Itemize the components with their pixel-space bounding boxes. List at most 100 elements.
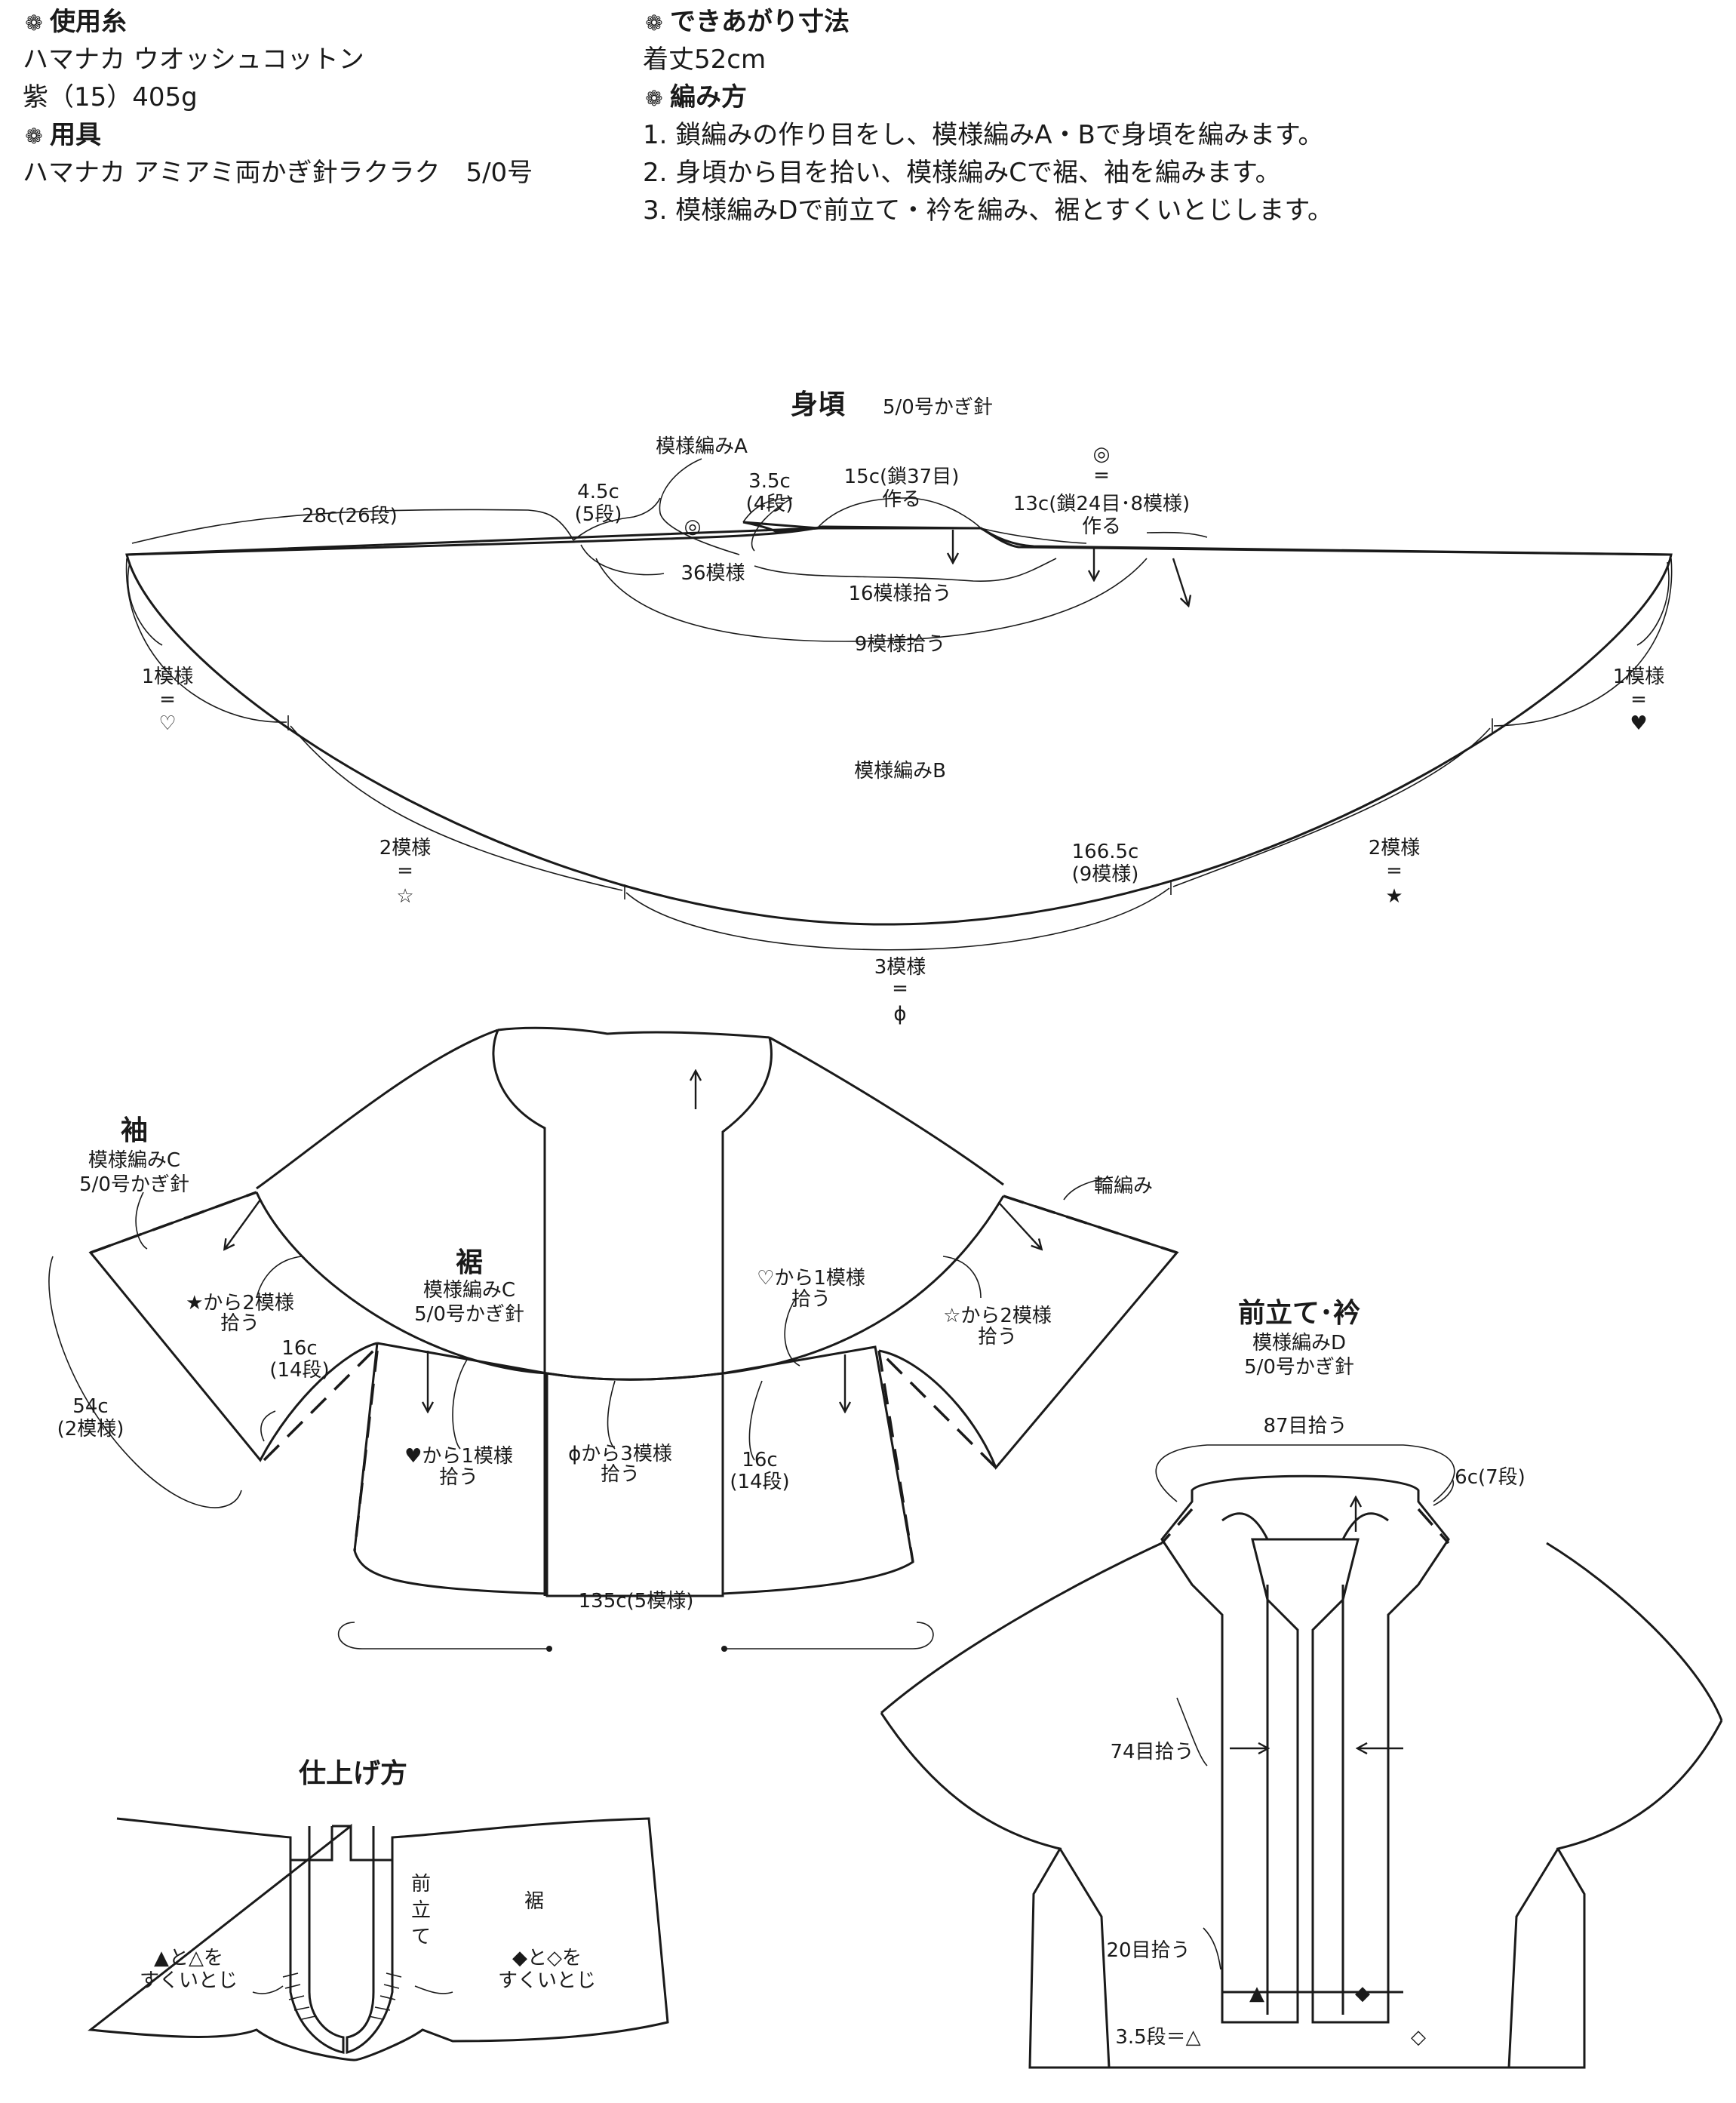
star-pick-label: ★から2模様 xyxy=(186,1292,294,1314)
front-band-right xyxy=(346,1826,394,2054)
size-heading: できあがり寸法 xyxy=(670,7,850,37)
equals-mark: = xyxy=(892,977,908,1000)
pick-74-label: 74目拾う xyxy=(1110,1741,1194,1763)
heart-open-icon: ♡ xyxy=(158,712,176,735)
pick-20-label: 20目拾う xyxy=(1106,1939,1190,1962)
motif-arc xyxy=(625,887,1170,951)
leader xyxy=(135,1191,148,1250)
sleeve-right-dash2 xyxy=(881,1353,997,1469)
motif-3-label: 3模様 xyxy=(874,956,926,979)
width-45-label: 4.5c xyxy=(577,481,619,503)
motif-36-label: 36模様 xyxy=(681,562,745,585)
method-block: ❁できあがり寸法 着丈52cm ❁編み方 1. 鎖編みの作り目をし、模様編みA・… xyxy=(643,3,1333,229)
heart-solid-pick-label: ♥から1模様 xyxy=(404,1445,513,1468)
hem-dash-left xyxy=(353,1350,379,1551)
leader-left xyxy=(252,1985,284,1994)
yarn-color: 紫（15）405g xyxy=(23,82,198,112)
leader xyxy=(784,1297,800,1367)
front-band-diagram: 前立て･衿 模様編みD 5/0号かぎ針 87目拾う 6c(7段) 74目拾う 2… xyxy=(880,1298,1723,2069)
sleeve-title: 袖 xyxy=(121,1115,148,1146)
front-band-pattern: 模様編みD xyxy=(1252,1332,1346,1354)
motif-arc xyxy=(1493,558,1673,727)
stitch-marks-left xyxy=(282,1972,316,2020)
bracket-87 xyxy=(1155,1444,1455,1502)
dim-45 xyxy=(573,497,661,541)
body-title: 身頃 xyxy=(791,389,845,420)
pick-87-label: 87目拾う xyxy=(1263,1415,1347,1437)
front-inner-left xyxy=(1266,1585,1344,2015)
cape-outline xyxy=(880,1542,1723,2069)
arc-9 xyxy=(595,558,1148,642)
phi-pick-label: ϕから3模様 xyxy=(568,1443,672,1465)
front-band-hook: 5/0号かぎ針 xyxy=(1244,1356,1354,1379)
rows-14-right: (14段) xyxy=(730,1471,789,1493)
motif-1-left-label: 1模様 xyxy=(142,666,194,688)
star-open-pick-label: ☆から2模様 xyxy=(943,1305,1052,1327)
finishing-outline xyxy=(88,1817,669,2061)
dot-mark xyxy=(721,1646,727,1652)
width-1665-label: 166.5c xyxy=(1072,841,1139,863)
leader-74 xyxy=(1176,1697,1208,1766)
stitch-marks-right xyxy=(368,1972,402,2020)
pattern-b-label: 模様編みB xyxy=(854,760,946,782)
bracket-135 xyxy=(337,1622,934,1650)
dim-15 xyxy=(818,497,982,529)
method-heading: 編み方 xyxy=(670,82,747,112)
finishing-title: 仕上げ方 xyxy=(299,1758,407,1789)
leader xyxy=(942,1256,982,1299)
equals-mark: = xyxy=(1386,859,1403,882)
chain-37-label: 15c(鎖37目) xyxy=(844,466,960,488)
yarn-name: ハマナカ ウオッシュコットン xyxy=(23,45,364,75)
arrow-down xyxy=(1172,558,1188,605)
diamond-join-label: ◆と◇を xyxy=(512,1947,582,1969)
collar-outer xyxy=(1160,1474,1450,2024)
triangle-join-sub: すくいとじ xyxy=(140,1969,238,1992)
pick-label: 拾う xyxy=(220,1312,260,1335)
arc-16 xyxy=(754,558,1057,583)
diamond-solid-icon: ◆ xyxy=(1355,1982,1370,2005)
width-28-label: 28c(26段) xyxy=(302,505,398,527)
dim-35 xyxy=(742,497,793,523)
motif-1-right-label: 1模様 xyxy=(1613,666,1665,688)
heart-open-pick-label: ♡から1模様 xyxy=(757,1267,865,1290)
hem-pattern: 模様編みC xyxy=(423,1279,515,1302)
materials-block: ❁使用糸 ハマナカ ウオッシュコットン 紫（15）405g ❁用具 ハマナカ ア… xyxy=(23,3,533,192)
sleeve-hook: 5/0号かぎ針 xyxy=(79,1173,189,1196)
equals-mark: = xyxy=(159,688,176,711)
hem-dash-right xyxy=(877,1350,914,1563)
length-16-right: 16c xyxy=(742,1449,777,1471)
motif-arc xyxy=(125,558,287,723)
finishing-diagram: 仕上げ方 前 立 て 裾 ▲と△を すくいとじ ◆と◇を すくいとじ xyxy=(88,1758,669,2061)
width-6-label: 6c(7段) xyxy=(1455,1466,1526,1489)
motif-9-paren-label: (9模様) xyxy=(1072,863,1139,886)
dim-13 xyxy=(980,527,1087,544)
width-135: 135c(5模様) xyxy=(579,1590,694,1613)
size-text: 着丈52cm xyxy=(643,45,767,75)
double-circle-mark: ◎ xyxy=(1093,443,1111,466)
sleeve-pattern: 模様編みC xyxy=(88,1149,180,1172)
method-step: 1. 鎖編みの作り目をし、模様編みA・Bで身頃を編みます。 xyxy=(643,120,1324,150)
pick-label: 拾う xyxy=(439,1466,478,1489)
motif-2-paren: (2模様) xyxy=(57,1418,124,1440)
side-arc-left xyxy=(127,561,163,646)
hem-left-outline xyxy=(353,1342,548,1595)
front-band-char: 前 xyxy=(411,1873,431,1895)
pattern-a-label: 模様編みA xyxy=(656,435,748,458)
front-band-char: て xyxy=(411,1926,431,1948)
pick-label: 拾う xyxy=(978,1326,1017,1348)
star-open-icon: ☆ xyxy=(396,885,413,908)
hem-top-edge xyxy=(546,1372,724,1381)
bracket-54 xyxy=(48,1256,242,1508)
hem-hook: 5/0号かぎ針 xyxy=(414,1303,524,1326)
sleeve-left-dash xyxy=(90,1191,257,1254)
leader-6 xyxy=(1433,1478,1454,1506)
diamond-join-sub: すくいとじ xyxy=(498,1969,596,1992)
rows-4-label: (4段) xyxy=(746,493,794,515)
leader xyxy=(607,1380,616,1450)
sleeve-right-dash xyxy=(1003,1194,1178,1254)
diamond-open-icon: ◇ xyxy=(1411,2026,1426,2049)
collar-inner-left xyxy=(1221,1512,1269,1540)
leader xyxy=(1063,1176,1114,1201)
equals-mark: = xyxy=(1093,464,1110,487)
